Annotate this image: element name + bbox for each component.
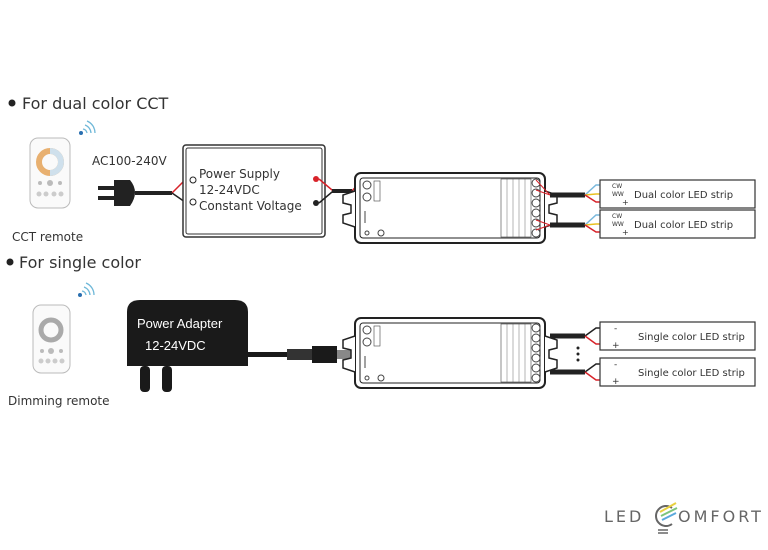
logo-text-left: LED xyxy=(604,507,644,526)
adapter-line1: Power Adapter xyxy=(137,316,223,331)
power-supply-box xyxy=(182,144,326,238)
adapter-line2: 12-24VDC xyxy=(145,338,206,353)
single-output-wires xyxy=(550,327,606,381)
cct-remote-label: CCT remote xyxy=(12,230,83,244)
bullet-icon xyxy=(8,99,16,107)
ledcomfort-logo: LED OMFORT xyxy=(604,502,764,534)
section-title-cct: For dual color CCT xyxy=(22,94,169,113)
bullet-icon xyxy=(6,258,14,266)
terminal-ww: WW xyxy=(612,221,624,228)
terminal-plus: + xyxy=(612,341,620,351)
led-strip-single-2: - + Single color LED strip xyxy=(599,357,756,387)
dimming-remote-icon xyxy=(32,304,71,374)
terminal-minus: - xyxy=(614,360,617,370)
strip-label: Dual color LED strip xyxy=(634,190,733,201)
logo-text-right: OMFORT xyxy=(678,507,764,526)
terminal-cw: CW xyxy=(612,213,622,220)
terminal-plus: + xyxy=(612,377,620,387)
section-title-single: For single color xyxy=(19,253,141,272)
terminal-ww: WW xyxy=(612,191,624,198)
led-strip-single-1: - + Single color LED strip xyxy=(599,321,756,351)
led-strip-cct-1: CW WW + Dual color LED strip xyxy=(599,179,756,209)
power-supply-line3: Constant Voltage xyxy=(199,199,302,213)
terminal-plus: + xyxy=(622,228,629,237)
power-supply-line1: Power Supply xyxy=(199,167,280,181)
terminal-cw: CW xyxy=(612,183,622,190)
cct-controller xyxy=(342,172,558,244)
cct-remote-icon xyxy=(30,138,70,208)
ac-input-label: AC100-240V xyxy=(92,154,168,168)
terminal-minus: - xyxy=(614,324,617,334)
single-color-controller xyxy=(342,317,558,389)
strip-label: Dual color LED strip xyxy=(634,220,733,231)
power-adapter-icon xyxy=(127,300,351,392)
led-strip-cct-2: CW WW + Dual color LED strip xyxy=(599,209,756,239)
strip-label: Single color LED strip xyxy=(638,332,745,343)
bulb-c-icon xyxy=(655,505,673,527)
terminal-plus: + xyxy=(622,198,629,207)
strip-label: Single color LED strip xyxy=(638,368,745,379)
power-supply-line2: 12-24VDC xyxy=(199,183,260,197)
dimming-remote-label: Dimming remote xyxy=(8,394,110,408)
wireless-signal-icon xyxy=(78,120,96,136)
ac-plug-icon xyxy=(98,180,172,206)
wireless-signal-icon xyxy=(77,282,95,298)
